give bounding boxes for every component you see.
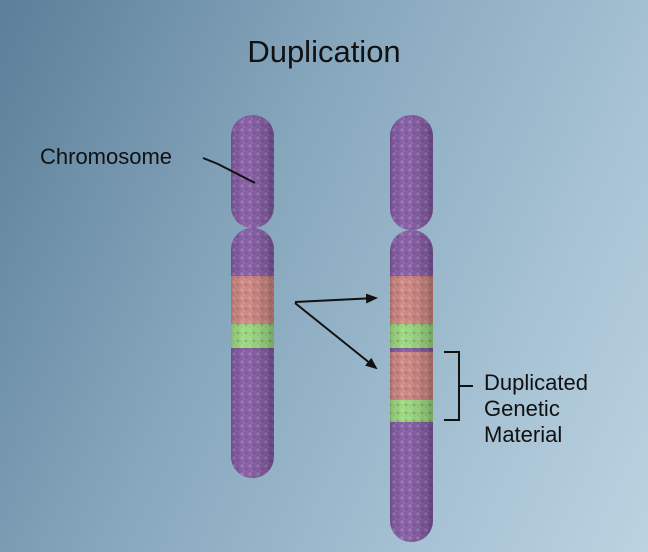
arrow-to-original xyxy=(294,293,378,304)
chromosome-label: Chromosome xyxy=(40,144,173,169)
shading-overlay xyxy=(390,115,433,542)
chromosome-duplicated xyxy=(390,115,433,542)
duplication-bracket xyxy=(444,351,473,421)
duplicated-label-line: Duplicated xyxy=(484,370,588,395)
diagram-title: Duplication xyxy=(247,34,401,69)
chromosome-normal xyxy=(231,115,274,478)
duplicated-label-line: Genetic xyxy=(484,396,560,421)
shading-overlay xyxy=(231,115,274,478)
chromosome-leader-line xyxy=(202,157,256,184)
duplicated-label-line: Material xyxy=(484,422,563,447)
duplicated-material-label: Duplicated Genetic Material xyxy=(484,370,588,448)
arrow-to-copy xyxy=(294,302,378,370)
